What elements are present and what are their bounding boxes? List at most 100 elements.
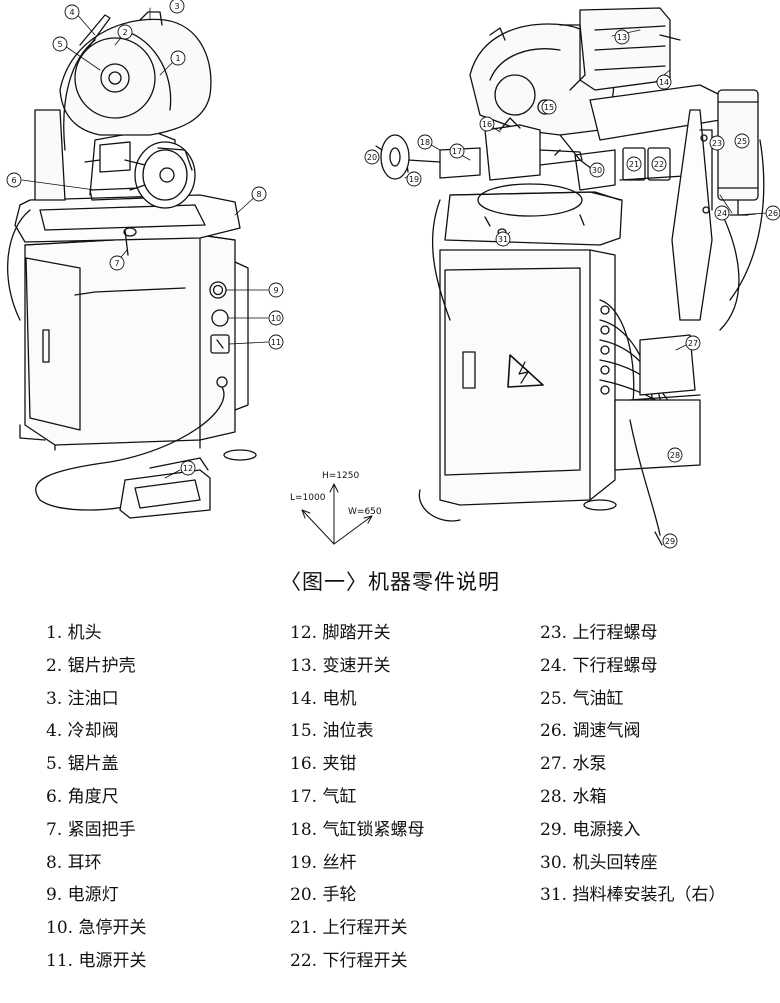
callout-number: 18 xyxy=(420,138,430,147)
callout-circle xyxy=(714,205,730,221)
callout-number: 22 xyxy=(654,160,664,169)
callout-number: 23 xyxy=(712,139,722,148)
callout-number: 17 xyxy=(452,147,462,156)
callout-number: 16 xyxy=(482,120,492,129)
callout-circle xyxy=(64,4,80,20)
part-item: 18. 气缸锁紧螺母 xyxy=(290,819,425,840)
part-item: 28. 水箱 xyxy=(540,786,607,807)
callout-number: 28 xyxy=(670,451,680,460)
callout-number: 21 xyxy=(629,160,639,169)
callout-number: 13 xyxy=(617,33,627,42)
callout-number: 31 xyxy=(498,235,508,244)
callout-circle xyxy=(251,186,267,202)
part-item: 8. 耳环 xyxy=(46,852,102,873)
callout-number: 8 xyxy=(256,190,261,199)
callout-number: 27 xyxy=(688,339,698,348)
callout-circle xyxy=(170,50,186,66)
part-item: 4. 冷却阀 xyxy=(46,721,119,742)
callout-number: 19 xyxy=(409,175,419,184)
part-item: 10. 急停开关 xyxy=(46,918,147,939)
part-item: 1. 机头 xyxy=(46,623,102,643)
callout-number: 26 xyxy=(768,209,778,218)
part-item: 23. 上行程螺母 xyxy=(540,623,658,643)
callout-number: 15 xyxy=(544,103,554,112)
left-machine-front-view xyxy=(7,11,257,519)
callout-number: 29 xyxy=(665,537,675,546)
callout-circle xyxy=(662,533,678,549)
parts-list-column-3: 23. 上行程螺母 24. 下行程螺母 25. 气油缸 26. 调速气阀 27. 水泵 2… xyxy=(540,622,725,917)
callout-circle xyxy=(406,171,422,187)
part-item: 20. 手轮 xyxy=(290,885,357,906)
part-item: 27. 水泵 xyxy=(540,754,607,775)
axis-h-label: H=1250 xyxy=(322,471,359,481)
callout-circle xyxy=(709,135,725,151)
callout-circle xyxy=(169,0,185,14)
callout-circle xyxy=(479,116,495,132)
callout-circle xyxy=(614,29,630,45)
part-item: 24. 下行程螺母 xyxy=(540,655,658,676)
callout-circle xyxy=(449,143,465,159)
callout-circle xyxy=(6,172,22,188)
callout-circle xyxy=(589,162,605,178)
callout-number: 2 xyxy=(122,28,127,37)
part-item: 6. 角度尺 xyxy=(46,786,119,807)
callout-circle xyxy=(685,335,701,351)
callout-circle xyxy=(268,282,284,298)
callout-number: 30 xyxy=(592,166,602,175)
part-item: 19. 丝杆 xyxy=(290,852,357,873)
part-item: 30. 机头回转座 xyxy=(540,852,658,873)
part-item: 14. 电机 xyxy=(290,688,357,709)
part-item: 17. 气缸 xyxy=(290,786,357,807)
callout-number: 20 xyxy=(367,153,377,162)
callout-number: 5 xyxy=(57,40,62,49)
callout-number: 7 xyxy=(114,259,119,268)
callout-number: 10 xyxy=(271,314,281,323)
callout-circle xyxy=(541,99,557,115)
part-item: 26. 调速气阀 xyxy=(540,721,641,742)
figure-caption: 〈图一〉机器零件说明 xyxy=(280,570,500,594)
right-machine-rear-view xyxy=(375,7,765,546)
callout-number: 6 xyxy=(11,176,16,185)
part-item: 3. 注油口 xyxy=(46,688,119,709)
callout-circle xyxy=(364,149,380,165)
callout-circle xyxy=(667,447,683,463)
callout-circle xyxy=(626,156,642,172)
part-item: 15. 油位表 xyxy=(290,721,374,742)
callout-circle xyxy=(109,255,125,271)
callout-circle xyxy=(734,133,750,149)
part-item: 12. 脚踏开关 xyxy=(290,623,391,643)
callout-circle xyxy=(656,74,672,90)
callout-circle xyxy=(765,205,780,221)
callout-circle xyxy=(268,334,284,350)
part-item: 22. 下行程开关 xyxy=(290,950,408,971)
axis-l-label: L=1000 xyxy=(290,493,326,503)
callout-circle xyxy=(417,134,433,150)
callout-circle xyxy=(651,156,667,172)
callout-circle xyxy=(117,24,133,40)
callout-number: 12 xyxy=(183,464,193,473)
callout-number: 9 xyxy=(273,286,278,295)
part-item: 16. 夹钳 xyxy=(290,754,357,775)
part-item: 11. 电源开关 xyxy=(46,950,147,971)
callout-number: 4 xyxy=(69,8,74,17)
part-item: 31. 挡料棒安装孔（右） xyxy=(540,885,726,906)
part-item: 25. 气油缸 xyxy=(540,688,624,709)
machine-parts-diagram: H=1250 L=1000 W=650 12345678910111213141… xyxy=(6,0,780,549)
axis-w-label: W=650 xyxy=(348,507,382,517)
part-item: 5. 锯片盖 xyxy=(46,754,119,775)
part-item: 29. 电源接入 xyxy=(540,819,641,840)
part-item: 13. 变速开关 xyxy=(290,655,391,676)
callout-circle xyxy=(52,36,68,52)
callout-number: 1 xyxy=(175,54,180,63)
callout-circle xyxy=(180,460,196,476)
part-item: 21. 上行程开关 xyxy=(290,918,408,939)
dimension-axes xyxy=(301,483,373,545)
callout-circle xyxy=(268,310,284,326)
callout-number: 25 xyxy=(737,137,747,146)
callout-number: 14 xyxy=(659,78,669,87)
callout-number: 3 xyxy=(174,2,179,11)
parts-list-column-2: 12. 脚踏开关 13. 变速开关 14. 电机 15. 油位表 16. 夹钳 17. 气… xyxy=(290,622,424,983)
callout-number: 11 xyxy=(271,338,281,347)
part-item: 7. 紧固把手 xyxy=(46,819,136,840)
